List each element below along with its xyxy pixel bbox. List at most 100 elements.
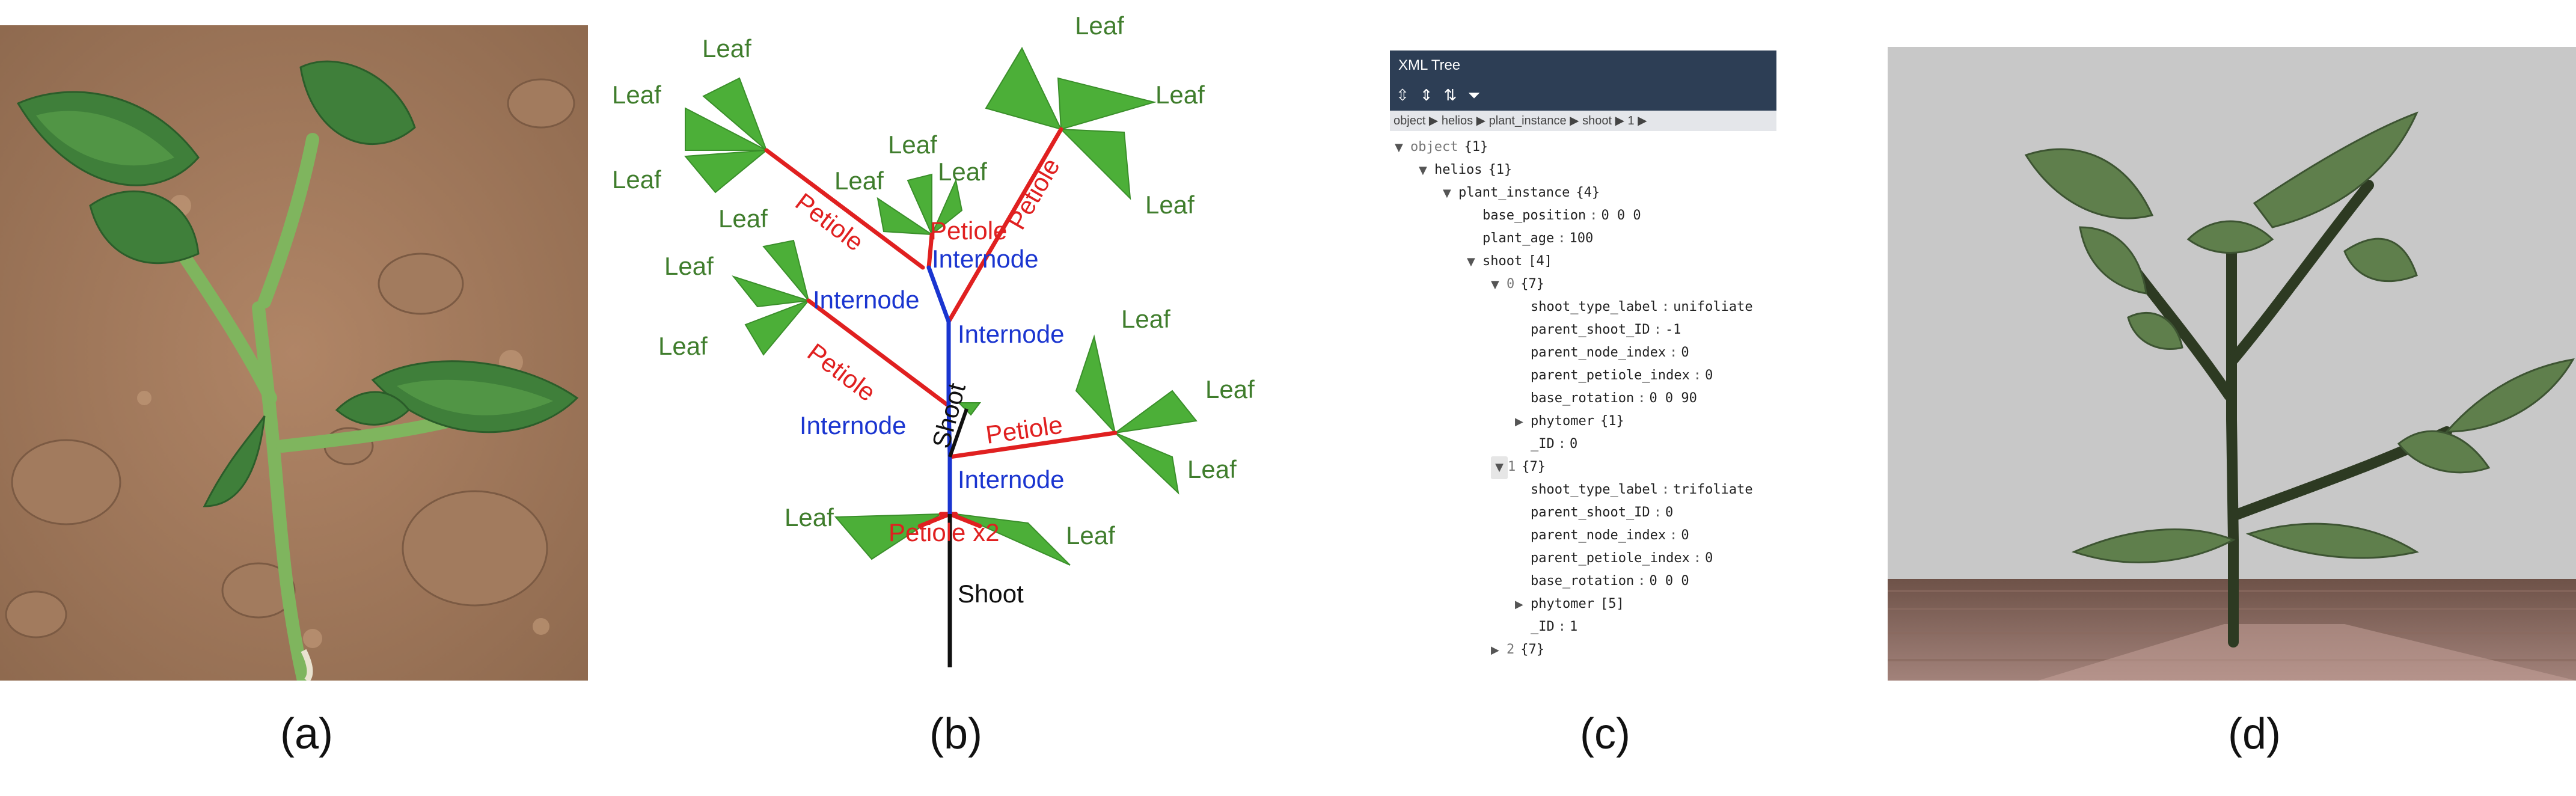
tree-row[interactable]: ▼helios{1} <box>1419 159 1512 182</box>
tree-key: parent_petiole_index <box>1531 551 1690 566</box>
label-leaf: Leaf <box>658 332 708 360</box>
expand-toggle-icon[interactable]: ▼ <box>1395 141 1403 154</box>
label-leaf: Leaf <box>1075 11 1124 40</box>
tree-key: phytomer <box>1531 596 1594 611</box>
tree-count: [4] <box>1528 254 1552 269</box>
tree-key: shoot <box>1482 254 1523 269</box>
label-internode: Internode <box>800 411 906 439</box>
xml-tree-toolbar: ⇳ ⇕ ⇅ ⏷ <box>1390 81 1776 111</box>
expand-toggle-icon[interactable]: ▼ <box>1443 187 1451 200</box>
label-leaf: Leaf <box>612 165 661 194</box>
expand-toggle-icon[interactable]: ▼ <box>1419 164 1427 177</box>
tree-count: {7} <box>1520 642 1544 657</box>
breadcrumb[interactable]: object ▶ helios ▶ plant_instance ▶ shoot… <box>1390 111 1776 131</box>
tree-key: 1 <box>1508 459 1516 474</box>
collapse-all-icon[interactable]: ⇕ <box>1419 87 1433 105</box>
tree-key: plant_instance <box>1458 185 1570 200</box>
tree-separator: : <box>1638 391 1646 406</box>
label-petiole-x2: Petiole x2 <box>889 518 999 546</box>
tree-separator: : <box>1653 505 1662 520</box>
tree-row[interactable]: _ID:0 <box>1515 433 1577 456</box>
tree-row[interactable]: base_rotation:0 0 0 <box>1515 570 1689 593</box>
collapse-toggle-icon[interactable]: ▶ <box>1515 598 1523 611</box>
label-internode: Internode <box>932 245 1038 273</box>
tree-separator: : <box>1558 436 1566 452</box>
panel-b-architecture-diagram: Leaf Leaf Leaf Leaf Leaf Leaf Leaf Leaf … <box>595 0 1274 673</box>
tree-row[interactable]: ▼object{1} <box>1395 136 1488 159</box>
tree-key: shoot_type_label <box>1531 482 1658 497</box>
tree-value: 0 <box>1681 528 1689 543</box>
tree-value: trifoliate <box>1673 482 1753 497</box>
tree-count: {7} <box>1520 277 1544 292</box>
tree-row[interactable]: ▶phytomer[5] <box>1515 593 1624 616</box>
tree-row[interactable]: plant_age:100 <box>1467 227 1593 250</box>
tree-row[interactable]: ▼1{7} <box>1491 456 1546 479</box>
tree-row[interactable]: base_position:0 0 0 <box>1467 204 1641 227</box>
tree-separator: : <box>1589 208 1598 223</box>
tree-row[interactable]: parent_petiole_index:0 <box>1515 364 1713 387</box>
sort-icon[interactable]: ⇅ <box>1443 87 1457 105</box>
tree-value: 100 <box>1569 231 1594 246</box>
collapse-toggle-icon[interactable]: ▶ <box>1515 415 1523 428</box>
tree-key: 0 <box>1507 277 1515 292</box>
label-leaf: Leaf <box>938 158 987 186</box>
tree-value: 0 <box>1681 345 1689 360</box>
tree-row[interactable]: parent_shoot_ID:0 <box>1515 501 1673 524</box>
tree-key: parent_node_index <box>1531 528 1666 543</box>
tree-separator: : <box>1558 619 1566 634</box>
label-leaf: Leaf <box>702 34 751 63</box>
tree-key: base_rotation <box>1531 391 1635 406</box>
label-petiole: Petiole <box>930 216 1007 245</box>
panel-c-xml-tree: XML Tree ⇳ ⇕ ⇅ ⏷ object ▶ helios ▶ plant… <box>1390 51 1776 676</box>
label-internode: Internode <box>813 286 919 314</box>
expand-toggle-icon[interactable]: ▼ <box>1491 456 1508 479</box>
tree-count: {1} <box>1464 139 1488 155</box>
label-leaf: Leaf <box>612 81 661 109</box>
tree-value: 0 <box>1570 436 1578 452</box>
tree-row[interactable]: ▼ shoot [4] <box>1467 250 1552 273</box>
expand-all-icon[interactable]: ⇳ <box>1396 87 1409 105</box>
tree-key: base_position <box>1482 208 1586 223</box>
tree-row[interactable]: parent_petiole_index:0 <box>1515 547 1713 570</box>
secondary-shoot-line <box>948 408 968 458</box>
tree-separator: : <box>1693 368 1702 383</box>
label-leaf: Leaf <box>1205 375 1255 403</box>
expand-toggle-icon[interactable]: ▼ <box>1491 278 1499 291</box>
tree-row[interactable]: parent_shoot_ID:-1 <box>1515 319 1681 341</box>
tree-row[interactable]: ▼plant_instance{4} <box>1443 182 1600 204</box>
tree-separator: : <box>1661 299 1670 314</box>
tree-row[interactable]: base_rotation:0 0 90 <box>1515 387 1697 410</box>
tree-row[interactable]: shoot_type_label:unifoliate <box>1515 296 1753 319</box>
tree-separator: : <box>1669 528 1678 543</box>
tree-separator: : <box>1638 574 1646 589</box>
tree-row[interactable]: parent_node_index:0 <box>1515 524 1689 547</box>
tree-row[interactable]: ▶2{7} <box>1491 638 1544 661</box>
tree-key: _ID <box>1531 619 1555 634</box>
label-leaf: Leaf <box>834 167 884 195</box>
tree-separator: : <box>1653 322 1662 337</box>
tree-row[interactable]: ▼ 0 {7} <box>1491 273 1544 296</box>
filter-icon[interactable]: ⏷ <box>1467 87 1481 105</box>
caption-b: (b) <box>929 710 982 758</box>
bean-plant-photo <box>0 25 588 681</box>
label-leaf: Leaf <box>1121 305 1170 333</box>
tree-count: {1} <box>1488 162 1513 177</box>
label-internode: Internode <box>958 320 1064 348</box>
tree-key: parent_shoot_ID <box>1531 505 1650 520</box>
panel-d-render <box>1888 47 2576 681</box>
architecture-diagram: Leaf Leaf Leaf Leaf Leaf Leaf Leaf Leaf … <box>612 11 1255 667</box>
tree-row[interactable]: _ID:1 <box>1515 616 1577 638</box>
tree-row[interactable]: shoot_type_label:trifoliate <box>1515 479 1753 501</box>
tree-row[interactable]: ▶phytomer{1} <box>1515 410 1624 433</box>
tree-key: _ID <box>1531 436 1555 452</box>
label-shoot: Shoot <box>958 580 1024 608</box>
label-leaf: Leaf <box>1187 455 1237 483</box>
label-leaf: Leaf <box>1066 521 1115 550</box>
tree-key: base_rotation <box>1531 574 1635 589</box>
tree-row[interactable]: parent_node_index:0 <box>1515 341 1689 364</box>
tree-value: 0 <box>1665 505 1674 520</box>
collapse-toggle-icon[interactable]: ▶ <box>1491 644 1499 657</box>
tree-value: 0 <box>1705 368 1713 383</box>
label-leaf: Leaf <box>718 204 768 233</box>
expand-toggle-icon[interactable]: ▼ <box>1467 256 1475 268</box>
